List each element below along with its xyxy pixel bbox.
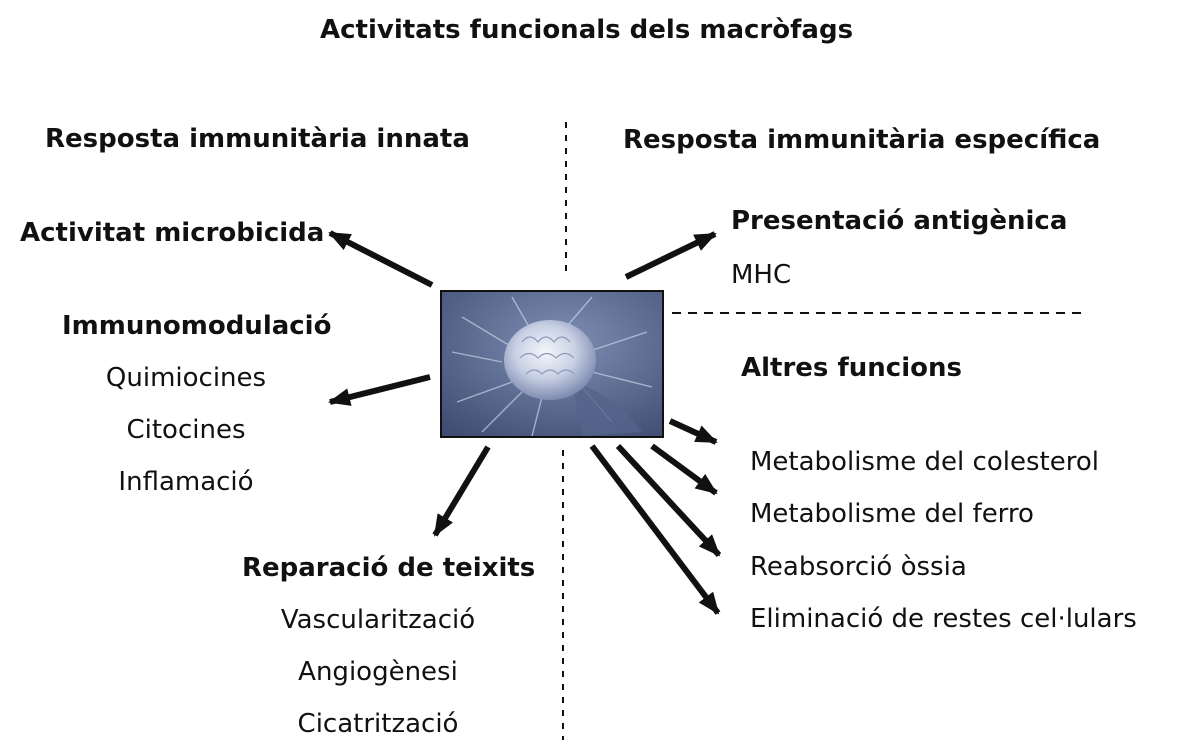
other-function-item: Metabolisme del colesterol [750, 449, 1099, 475]
other-functions-heading: Altres funcions [741, 355, 962, 381]
other-function-item: Reabsorció òssia [750, 554, 967, 580]
macrophage-cell-illustration [442, 292, 662, 436]
arrow-cholesterol [670, 421, 716, 442]
macrophage-image [440, 290, 664, 438]
immunomodulation-item: Citocines [126, 417, 245, 443]
section-innate-heading: Resposta immunitària innata [45, 126, 470, 152]
microbicide-heading: Activitat microbicida [20, 220, 324, 246]
arrow-tissue-repair [435, 447, 488, 535]
other-function-item: Eliminació de restes cel·lulars [750, 606, 1137, 632]
immunomodulation-item: Inflamació [118, 469, 253, 495]
tissue-repair-heading: Reparació de teixits [242, 555, 535, 581]
section-specific-heading: Resposta immunitària específica [623, 127, 1100, 153]
immunomodulation-item: Quimiocines [106, 365, 266, 391]
arrow-iron [652, 446, 716, 493]
page-title: Activitats funcionals dels macròfags [320, 17, 853, 43]
tissue-repair-item: Angiogènesi [298, 659, 458, 685]
arrow-immunomodulation [330, 377, 430, 402]
arrow-microbicide [330, 233, 432, 285]
arrow-antigen-presentation [626, 234, 715, 277]
other-function-item: Metabolisme del ferro [750, 501, 1034, 527]
immunomodulation-heading: Immunomodulació [62, 313, 331, 339]
antigen-presentation-heading: Presentació antigènica [731, 208, 1067, 234]
tissue-repair-item: Cicatrització [298, 711, 459, 737]
antigen-presentation-item: MHC [731, 262, 791, 288]
tissue-repair-item: Vascularització [281, 607, 475, 633]
